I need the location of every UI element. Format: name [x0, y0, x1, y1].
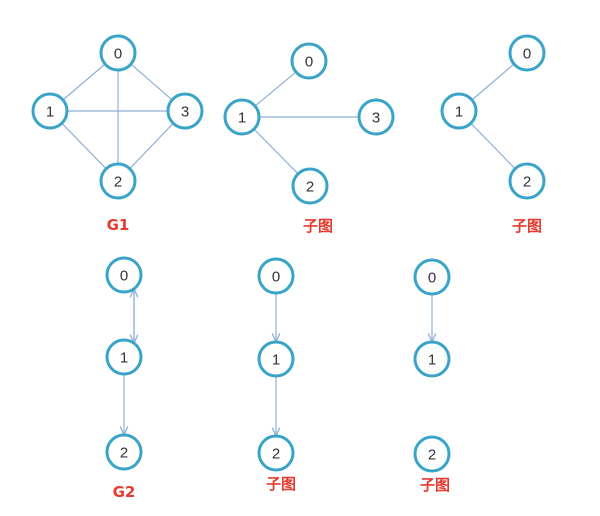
graph-label-g2: G2	[113, 483, 136, 501]
node-circle	[508, 34, 546, 72]
edge-g1-1-2	[61, 122, 107, 170]
node-circle	[223, 98, 261, 136]
edge-g1-sub1-1-0	[254, 71, 297, 107]
graph-label-g1: G1	[107, 216, 130, 234]
graph-label-g1-sub2: 子图	[512, 217, 542, 235]
node-label: 0	[305, 54, 313, 71]
node-circle	[105, 256, 143, 294]
node-label: 1	[455, 104, 463, 121]
node-g1-sub1-1: 1	[223, 98, 261, 136]
node-g1-sub1-2: 2	[291, 167, 329, 205]
node-g1-1: 1	[31, 92, 69, 130]
node-circle	[508, 162, 546, 200]
node-label: 1	[120, 350, 128, 367]
node-g1-3: 3	[166, 92, 204, 130]
node-label: 2	[272, 446, 280, 463]
edge-g1-2-3	[129, 122, 174, 170]
node-label: 1	[46, 104, 54, 121]
node-circle	[413, 435, 451, 473]
node-circle	[31, 92, 69, 130]
node-g2-1: 1	[105, 338, 143, 376]
node-circle	[257, 434, 295, 472]
node-label: 1	[428, 352, 436, 369]
node-circle	[105, 433, 143, 471]
node-g2-2: 2	[105, 433, 143, 471]
node-circle	[257, 257, 295, 295]
node-g1-0: 0	[99, 34, 137, 72]
node-label: 2	[120, 445, 128, 462]
node-g1-sub2-1: 1	[440, 92, 478, 130]
graph-label-g2-sub1: 子图	[266, 475, 296, 493]
node-label: 0	[114, 46, 122, 63]
node-circle	[99, 162, 137, 200]
node-circle	[440, 92, 478, 130]
node-g1-sub1-0: 0	[290, 42, 328, 80]
node-label: 2	[428, 447, 436, 464]
node-label: 0	[428, 270, 436, 287]
node-label: 0	[272, 269, 280, 286]
node-label: 1	[238, 110, 246, 127]
node-circle	[290, 42, 328, 80]
node-g2-sub2-0: 0	[413, 258, 451, 296]
node-label: 0	[523, 46, 531, 63]
edge-g1-0-3	[130, 63, 173, 101]
edge-g1-0-1	[62, 63, 106, 101]
node-g1-2: 2	[99, 162, 137, 200]
node-circle	[413, 258, 451, 296]
node-circle	[166, 92, 204, 130]
node-circle	[357, 98, 395, 136]
node-label: 3	[181, 104, 189, 121]
node-g1-sub2-0: 0	[508, 34, 546, 72]
graph-label-g2-sub2: 子图	[420, 476, 450, 494]
graph-label-g1-sub1: 子图	[303, 217, 333, 235]
node-g2-sub2-2: 2	[413, 435, 451, 473]
node-g2-sub1-0: 0	[257, 257, 295, 295]
node-g2-0: 0	[105, 256, 143, 294]
node-circle	[291, 167, 329, 205]
node-label: 3	[372, 110, 380, 127]
edge-g1-sub2-1-0	[471, 63, 515, 101]
node-label: 2	[306, 179, 314, 196]
node-label: 1	[272, 352, 280, 369]
node-label: 2	[523, 174, 531, 191]
edge-g1-sub1-1-2	[253, 128, 299, 175]
node-circle	[99, 34, 137, 72]
node-g1-sub1-3: 3	[357, 98, 395, 136]
edge-g1-sub2-1-2	[470, 122, 516, 170]
node-g2-sub1-1: 1	[257, 340, 295, 378]
node-circle	[105, 338, 143, 376]
node-g2-sub1-2: 2	[257, 434, 295, 472]
node-circle	[257, 340, 295, 378]
node-g2-sub2-1: 1	[413, 340, 451, 378]
node-label: 0	[120, 268, 128, 285]
node-label: 2	[114, 174, 122, 191]
node-circle	[413, 340, 451, 378]
node-g1-sub2-2: 2	[508, 162, 546, 200]
